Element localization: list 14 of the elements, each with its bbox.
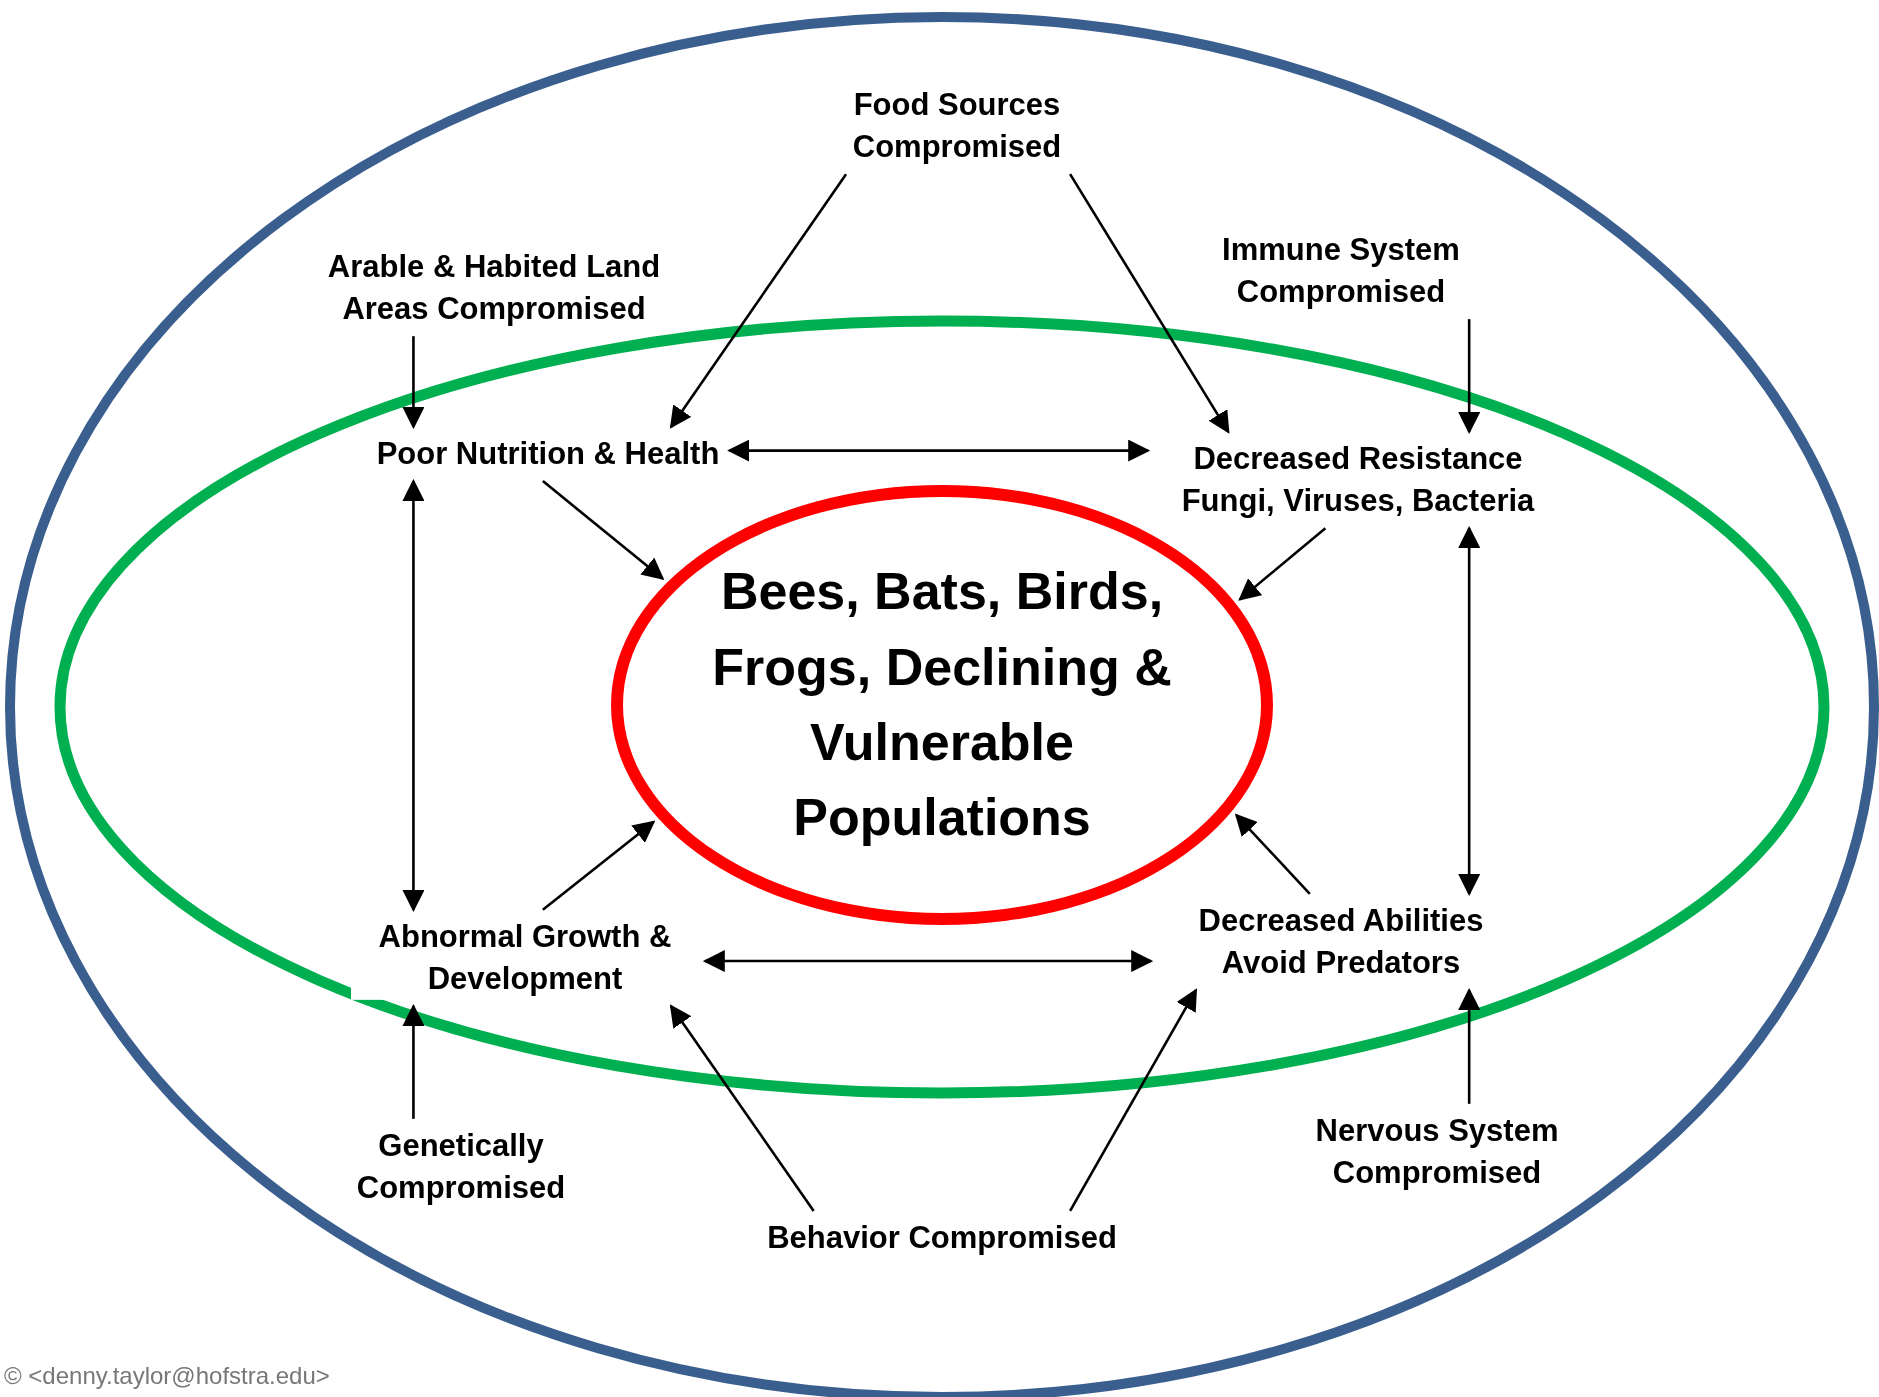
arrow — [702, 950, 1154, 973]
arrow — [1458, 525, 1481, 897]
copyright-note: © <denny.taylor@hofstra.edu> — [4, 1362, 330, 1390]
arrow — [669, 1004, 815, 1212]
arrow — [1069, 988, 1198, 1212]
arrow — [669, 173, 848, 429]
arrow — [1458, 319, 1481, 435]
arrow — [402, 1003, 425, 1119]
arrow — [402, 478, 425, 913]
arrow — [1458, 987, 1481, 1104]
center-title: Bees, Bats, Birds, Frogs, Declining & Vulnerable Populations — [711, 561, 1173, 849]
arrow — [727, 439, 1151, 462]
arrow — [402, 336, 425, 430]
arrow — [1069, 173, 1230, 434]
